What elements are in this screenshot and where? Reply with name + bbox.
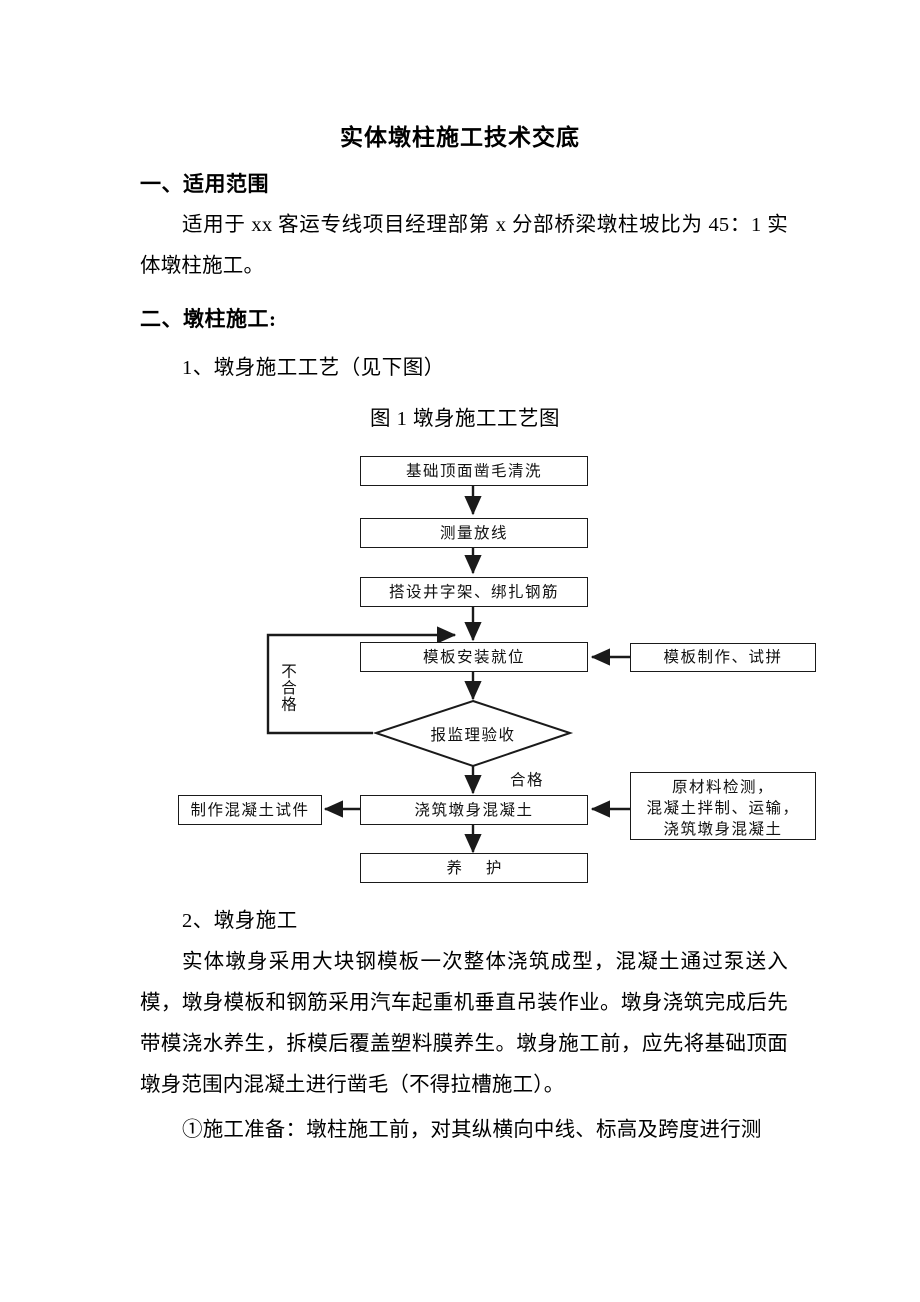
material-line-2: 混凝土拌制、运输， <box>646 800 800 817</box>
flow-node-chisel-clean: 基础顶面凿毛清洗 <box>360 456 588 486</box>
flow-edge-label-pass: 合格 <box>510 772 545 789</box>
flow-node-formwork-install: 模板安装就位 <box>360 642 588 672</box>
flow-node-survey-layout: 测量放线 <box>360 518 588 548</box>
material-line-3: 浇筑墩身混凝土 <box>663 821 783 838</box>
paragraph-scope: 适用于 xx 客运专线项目经理部第 x 分部桥梁墩柱坡比为 45：1 实体墩柱施… <box>140 214 788 277</box>
subheading-construction: 2、墩身施工 <box>182 910 298 932</box>
subheading-process: 1、墩身施工工艺（见下图） <box>182 357 445 379</box>
section-heading-construction: 二、墩柱施工: <box>140 307 277 331</box>
flow-node-formwork-fabrication: 模板制作、试拼 <box>630 643 816 672</box>
paragraph-construction: 实体墩身采用大块钢模板一次整体浇筑成型，混凝土通过泵送入模，墩身模板和钢筋采用汽… <box>140 951 788 1096</box>
flow-edge-label-fail: 不合格 <box>279 663 296 713</box>
flow-node-scaffold-rebar: 搭设井字架、绑扎钢筋 <box>360 577 588 607</box>
section-heading-scope: 一、适用范围 <box>140 172 269 196</box>
figure-caption: 图 1 墩身施工工艺图 <box>370 408 560 430</box>
paragraph-preparation: ①施工准备：墩柱施工前，对其纵横向中线、标高及跨度进行测 <box>182 1119 762 1141</box>
flow-node-concrete-specimen: 制作混凝土试件 <box>178 795 322 825</box>
flow-node-material-supply: 原材料检测， 混凝土拌制、运输， 浇筑墩身混凝土 <box>630 772 816 840</box>
flow-node-curing: 养 护 <box>360 853 588 883</box>
material-line-1: 原材料检测， <box>671 779 774 796</box>
flow-node-supervisor-acceptance-label: 报监理验收 <box>430 727 516 744</box>
flow-node-pour-concrete: 浇筑墩身混凝土 <box>360 795 588 825</box>
flow-node-curing-label: 养 护 <box>446 859 512 877</box>
page-title: 实体墩柱施工技术交底 <box>340 125 580 150</box>
